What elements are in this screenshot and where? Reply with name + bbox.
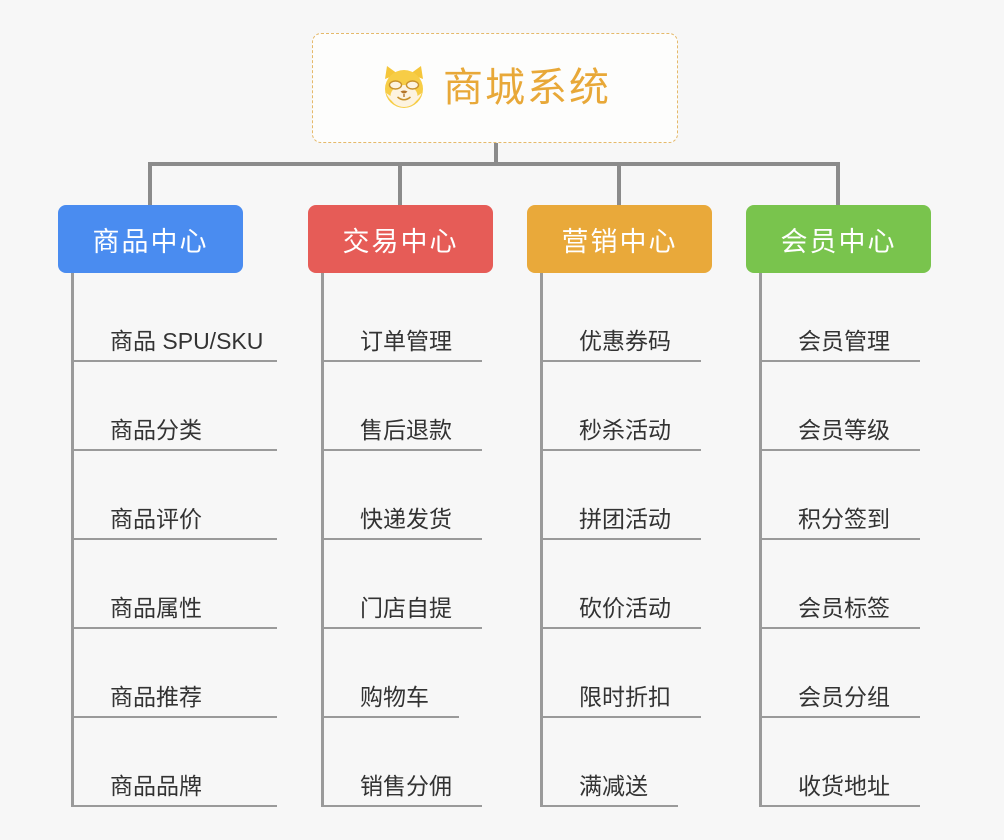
- item-list: 优惠券码 秒杀活动 拼团活动 砍价活动 限时折扣 满减送: [543, 273, 701, 807]
- list-item[interactable]: 商品属性: [74, 540, 277, 629]
- item-label: 商品 SPU/SKU: [110, 328, 264, 355]
- category-header-member-center[interactable]: 会员中心: [746, 205, 931, 273]
- list-item[interactable]: 会员等级: [762, 362, 920, 451]
- category-header-product-center[interactable]: 商品中心: [58, 205, 243, 273]
- item-label: 销售分佣: [360, 773, 452, 800]
- item-label: 快递发货: [360, 506, 452, 533]
- item-label: 会员标签: [798, 595, 890, 622]
- list-item[interactable]: 会员标签: [762, 540, 920, 629]
- column-spine: [540, 273, 543, 807]
- item-label: 商品推荐: [110, 684, 202, 711]
- item-label: 购物车: [360, 684, 429, 711]
- root-node-shop-system[interactable]: 商城系统: [312, 33, 678, 143]
- item-list: 会员管理 会员等级 积分签到 会员标签 会员分组 收货地址: [762, 273, 920, 807]
- category-title: 营销中心: [561, 226, 678, 257]
- item-label: 会员分组: [798, 684, 890, 711]
- list-item[interactable]: 销售分佣: [324, 718, 482, 807]
- list-item[interactable]: 商品分类: [74, 362, 277, 451]
- item-label: 限时折扣: [579, 684, 671, 711]
- connector-drop-trade-center: [398, 162, 402, 206]
- item-label: 满减送: [579, 773, 648, 800]
- connector-root-stem: [494, 143, 498, 164]
- list-item[interactable]: 限时折扣: [543, 629, 701, 718]
- item-label: 砍价活动: [579, 595, 671, 622]
- category-title: 商品中心: [92, 226, 209, 257]
- list-item[interactable]: 商品品牌: [74, 718, 277, 807]
- item-label: 会员等级: [798, 417, 890, 444]
- list-item[interactable]: 商品 SPU/SKU: [74, 273, 277, 362]
- item-label: 会员管理: [798, 328, 890, 355]
- list-item[interactable]: 积分签到: [762, 451, 920, 540]
- item-list: 订单管理 售后退款 快递发货 门店自提 购物车 销售分佣: [324, 273, 482, 807]
- item-label: 商品属性: [110, 595, 202, 622]
- list-item[interactable]: 购物车: [324, 629, 459, 718]
- column-spine: [759, 273, 762, 807]
- category-header-marketing-center[interactable]: 营销中心: [527, 205, 712, 273]
- list-item[interactable]: 优惠券码: [543, 273, 701, 362]
- category-title: 交易中心: [342, 226, 459, 257]
- list-item[interactable]: 收货地址: [762, 718, 920, 807]
- list-item[interactable]: 拼团活动: [543, 451, 701, 540]
- item-label: 秒杀活动: [579, 417, 671, 444]
- connector-drop-marketing-center: [617, 162, 621, 206]
- list-item[interactable]: 会员分组: [762, 629, 920, 718]
- connector-drop-product-center: [148, 162, 152, 206]
- list-item[interactable]: 售后退款: [324, 362, 482, 451]
- item-label: 商品品牌: [110, 773, 202, 800]
- item-label: 订单管理: [360, 328, 452, 355]
- column-spine: [71, 273, 74, 807]
- list-item[interactable]: 商品推荐: [74, 629, 277, 718]
- item-label: 积分签到: [798, 506, 890, 533]
- item-label: 售后退款: [360, 417, 452, 444]
- list-item[interactable]: 商品评价: [74, 451, 277, 540]
- list-item[interactable]: 会员管理: [762, 273, 920, 362]
- list-item[interactable]: 订单管理: [324, 273, 482, 362]
- category-title: 会员中心: [780, 226, 897, 257]
- shiba-dog-face-icon: [379, 63, 429, 113]
- column-spine: [321, 273, 324, 807]
- item-label: 优惠券码: [579, 328, 671, 355]
- list-item[interactable]: 快递发货: [324, 451, 482, 540]
- item-label: 收货地址: [798, 773, 890, 800]
- item-label: 拼团活动: [579, 506, 671, 533]
- connector-horizontal-bus: [148, 162, 840, 166]
- list-item[interactable]: 秒杀活动: [543, 362, 701, 451]
- category-header-trade-center[interactable]: 交易中心: [308, 205, 493, 273]
- item-list: 商品 SPU/SKU 商品分类 商品评价 商品属性 商品推荐 商品品牌: [74, 273, 277, 807]
- connector-drop-member-center: [836, 162, 840, 206]
- list-item[interactable]: 门店自提: [324, 540, 482, 629]
- item-label: 商品分类: [110, 417, 202, 444]
- list-item[interactable]: 砍价活动: [543, 540, 701, 629]
- root-title: 商城系统: [443, 66, 611, 110]
- item-label: 门店自提: [360, 595, 452, 622]
- list-item[interactable]: 满减送: [543, 718, 678, 807]
- item-label: 商品评价: [110, 506, 202, 533]
